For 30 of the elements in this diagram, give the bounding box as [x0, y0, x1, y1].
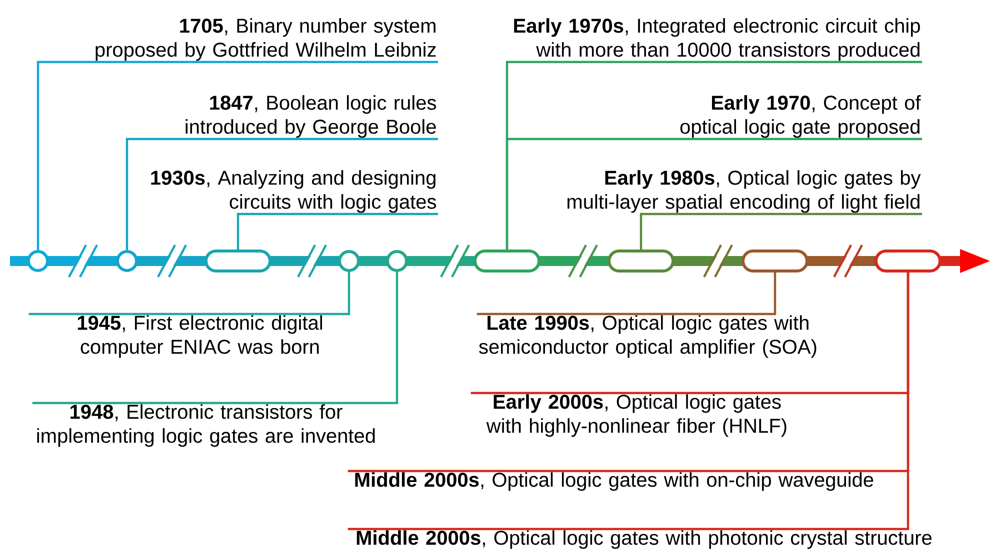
timeline-marker — [204, 250, 272, 272]
leader-line — [126, 138, 438, 250]
timeline-marker — [874, 250, 942, 272]
leader-line — [32, 272, 398, 404]
event-text: 1948, Electronic transistors for implementing logic gates are invented — [37, 404, 375, 447]
event-text: Late 1990s, Optical logic gates with semiconductor optical amplifier (SOA) — [479, 315, 816, 358]
leader-line — [28, 272, 350, 316]
event-text: 1705, Binary number system proposed by Gottfried Wilhelm Leibniz — [96, 18, 436, 61]
leader-line — [36, 60, 438, 250]
event-text: Early 1980s, Optical logic gates by multi-layer spatial encoding of light field — [568, 170, 921, 213]
event-text: Early 2000s, Optical logic gates with highly-nonlinear fiber (HNLF) — [486, 394, 786, 437]
timeline-marker — [474, 250, 540, 272]
timeline-marker — [338, 250, 360, 272]
leader-line — [476, 272, 776, 316]
event-text: Early 1970, Concept of optical logic gate proposed — [680, 95, 921, 138]
leader-line — [348, 272, 910, 530]
event-text: Early 1970s, Integrated electronic circuit chip with more than 10000 transistors produced — [514, 18, 920, 61]
event-text: Middle 2000s, Optical logic gates with on-chip waveguide — [355, 472, 874, 491]
event-text: Middle 2000s, Optical logic gates with photonic crystal structure — [356, 530, 932, 549]
timeline-marker — [116, 250, 138, 272]
event-text: 1945, First electronic digital computer ENIAC was born — [78, 315, 322, 358]
event-text: 1930s, Analyzing and designing circuits with logic gates — [151, 170, 436, 213]
timeline-marker — [386, 250, 408, 272]
timeline-marker — [27, 250, 49, 272]
timeline-marker — [608, 250, 675, 272]
event-text: 1847, Boolean logic rules introduced by George Boole — [186, 95, 436, 138]
timeline-marker — [742, 250, 809, 272]
leader-line — [506, 138, 922, 250]
leader-line — [640, 212, 922, 250]
leader-line — [236, 212, 438, 250]
